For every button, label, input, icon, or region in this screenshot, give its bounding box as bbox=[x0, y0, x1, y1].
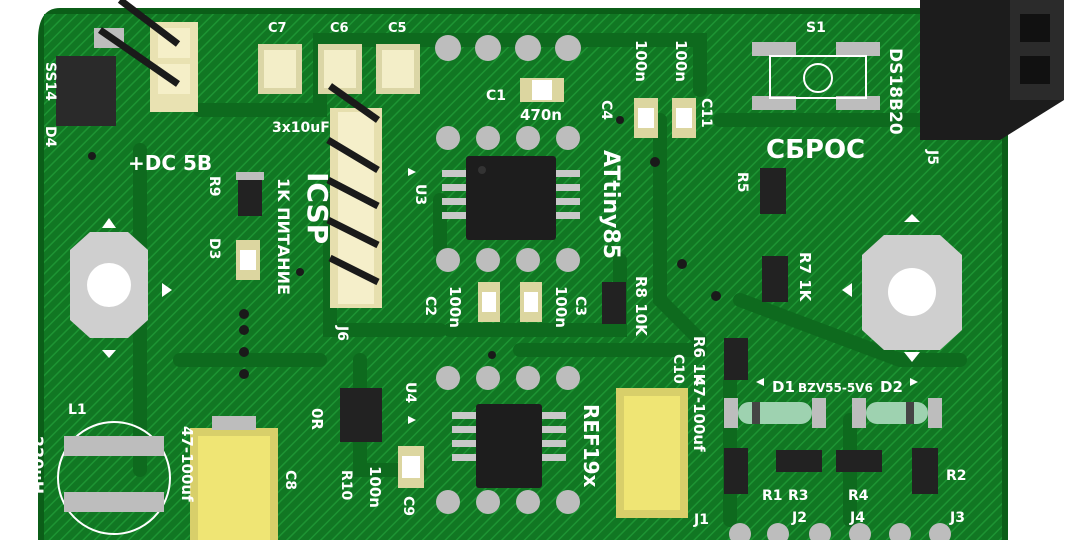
r3-label: R3 bbox=[788, 488, 809, 504]
c11-cap-body bbox=[676, 108, 692, 128]
l1-label: L1 bbox=[68, 402, 87, 418]
c10-label: C10 bbox=[670, 354, 686, 384]
c3-value: 100n bbox=[552, 286, 570, 328]
c11-value: 100n bbox=[672, 40, 690, 82]
d1-zener bbox=[724, 398, 826, 428]
pad-row-bottom-right bbox=[729, 523, 951, 540]
j4-label: J4 bbox=[849, 510, 865, 526]
r7-label: R7 1K bbox=[796, 252, 814, 303]
pin1-markers bbox=[408, 168, 918, 424]
c1-cap-body bbox=[532, 80, 552, 100]
c8-label: C8 bbox=[282, 470, 298, 490]
c6-label: C6 bbox=[330, 21, 349, 36]
c1-value: 470n bbox=[520, 106, 562, 124]
c8-value: 47-100uf bbox=[178, 426, 196, 502]
ss14-label: SS14 bbox=[42, 62, 58, 101]
r9-pad bbox=[236, 172, 264, 180]
c7-label: C7 bbox=[268, 21, 287, 36]
r10-label: R10 bbox=[338, 470, 354, 501]
c8-tantalum bbox=[190, 416, 278, 540]
vias bbox=[88, 116, 721, 379]
mounting-hole-right bbox=[842, 214, 962, 362]
l1-inductor bbox=[57, 421, 171, 535]
reset-switch bbox=[752, 42, 880, 110]
c4-label: C4 bbox=[598, 100, 614, 120]
l1-value: 220uH bbox=[28, 436, 47, 494]
r7-resistor bbox=[762, 256, 788, 302]
c10-value: 47-100uf bbox=[690, 376, 708, 452]
c5-label: C5 bbox=[388, 21, 407, 36]
j1-label: J1 bbox=[693, 512, 709, 528]
j5-connector bbox=[920, 0, 1064, 140]
r9-value-label: 1K ПИТАНИЕ bbox=[274, 178, 293, 295]
c10-tantalum bbox=[616, 388, 688, 518]
c4-cap-body bbox=[638, 108, 654, 128]
c9-label: C9 bbox=[400, 496, 416, 516]
d3-led-body bbox=[240, 250, 256, 270]
d2-label: D2 bbox=[880, 378, 903, 396]
r9-label: R9 bbox=[206, 176, 222, 197]
r2-resistor bbox=[912, 448, 938, 494]
c9-cap-body bbox=[402, 456, 420, 478]
r1-label: R1 bbox=[762, 488, 783, 504]
j5-label: J5 bbox=[924, 149, 940, 165]
ref19x-label: REF19x bbox=[579, 404, 603, 488]
r2-label: R2 bbox=[946, 468, 967, 484]
c9-value: 100n bbox=[366, 466, 384, 508]
r10-resistor bbox=[340, 388, 382, 442]
r8-label: R8 10K bbox=[632, 276, 650, 337]
icsp-label: ICSP bbox=[301, 172, 334, 244]
c1-label: C1 bbox=[486, 88, 506, 104]
c3-label: C3 bbox=[572, 296, 588, 316]
r4-label: R4 bbox=[848, 488, 869, 504]
u4-ref19x bbox=[452, 404, 566, 488]
j2-label: J2 bbox=[791, 510, 807, 526]
r10-value: 0R bbox=[308, 408, 326, 430]
r3-resistor bbox=[776, 450, 822, 472]
d4-diode bbox=[56, 56, 116, 126]
mounting-hole-left bbox=[70, 218, 172, 358]
ds18b20-label: DS18B20 bbox=[885, 48, 905, 135]
d3-label: D3 bbox=[206, 238, 222, 259]
r8-resistor bbox=[602, 282, 626, 324]
s1-label: S1 bbox=[806, 20, 826, 36]
attiny85-label: ATtiny85 bbox=[598, 150, 623, 259]
u3-label: U3 bbox=[412, 184, 428, 205]
caps-c7-c6-c5 bbox=[258, 44, 420, 94]
r1-resistor bbox=[724, 448, 748, 494]
u4-label: U4 bbox=[402, 382, 418, 403]
j3-label: J3 bbox=[949, 510, 965, 526]
c2-label: C2 bbox=[422, 296, 438, 316]
icsp-header bbox=[326, 83, 382, 308]
dc-input-label: +DC 5B bbox=[128, 151, 212, 175]
pad-row-u4-bottom bbox=[436, 490, 580, 514]
c2-value: 100n bbox=[446, 286, 464, 328]
power-header bbox=[98, 0, 198, 112]
c2-cap-body bbox=[482, 292, 496, 312]
r6-label: R6 1K bbox=[690, 336, 708, 387]
cap-array-label: 3x10uF bbox=[272, 120, 330, 136]
c11-label: C11 bbox=[698, 98, 714, 128]
c4-value: 100n bbox=[632, 40, 650, 82]
pad-row-u3-top bbox=[436, 126, 580, 150]
reset-label: СБРОС bbox=[766, 135, 865, 165]
pad-row-u3-bottom bbox=[436, 248, 580, 272]
r6-resistor bbox=[724, 338, 748, 380]
u3-attiny85 bbox=[442, 156, 580, 240]
r4-resistor bbox=[836, 450, 882, 472]
r9-resistor bbox=[238, 178, 262, 216]
d4-label: D4 bbox=[42, 126, 58, 148]
r5-resistor bbox=[760, 168, 786, 214]
d1-label: D1 bbox=[772, 378, 795, 396]
j6-label: J6 bbox=[334, 325, 350, 341]
r5-label: R5 bbox=[734, 172, 750, 193]
pad-row-top bbox=[435, 35, 581, 61]
c3-cap-body bbox=[524, 292, 538, 312]
d2-zener bbox=[852, 398, 942, 428]
zener-part-label: BZV55-5V6 bbox=[798, 381, 873, 395]
pad-row-u4-top bbox=[436, 366, 580, 390]
